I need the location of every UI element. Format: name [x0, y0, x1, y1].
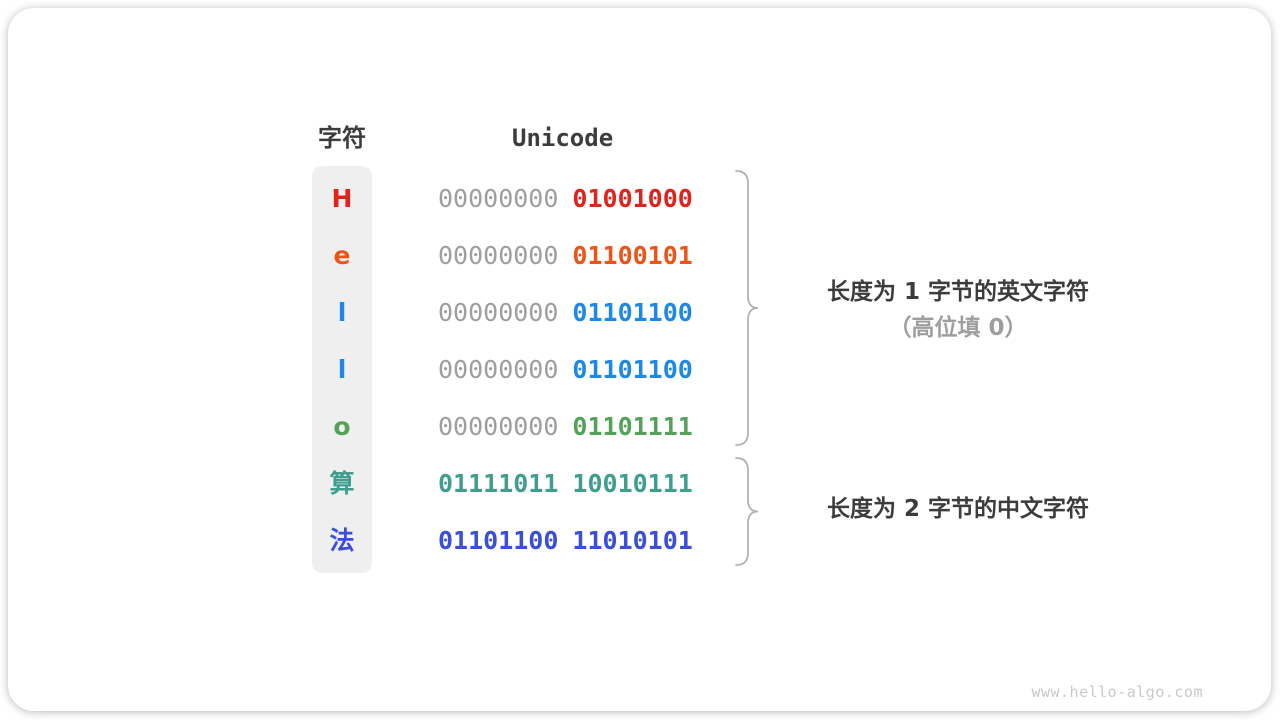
- encoding-row: H 00000000 01001000: [8, 183, 1280, 215]
- character-cell: l: [337, 355, 347, 384]
- annotation-group2: 长度为 2 字节的中文字符: [778, 491, 1138, 527]
- brace-icon: [735, 170, 759, 566]
- watermark: www.hello-algo.com: [1031, 683, 1203, 701]
- high-byte: 00000000: [438, 412, 559, 441]
- binary-value: 00000000 01001000: [438, 183, 693, 215]
- annotation-group2-line1: 长度为 2 字节的中文字符: [826, 496, 1090, 522]
- brace-group1-icon: [735, 170, 759, 446]
- low-byte: 01101111: [572, 412, 693, 441]
- character-cell: 算: [329, 469, 355, 498]
- annotation-group1-line2: （高位填 0）: [888, 315, 1028, 341]
- character-cell: o: [333, 412, 351, 441]
- encoding-row: o 00000000 01101111: [8, 411, 1280, 443]
- encoding-row: 法 01101100 11010101: [8, 525, 1280, 557]
- binary-value: 01101100 11010101: [438, 525, 693, 557]
- encoding-row: l 00000000 01101100: [8, 354, 1280, 386]
- annotation-group1-line1: 长度为 1 字节的英文字符: [826, 279, 1090, 305]
- low-byte: 01100101: [572, 241, 693, 270]
- encoding-row: e 00000000 01100101: [8, 240, 1280, 272]
- diagram-card: 字符 Unicode H 00000000 01001000 e 00000000…: [8, 8, 1271, 711]
- binary-value: 01111011 10010111: [438, 468, 693, 500]
- binary-value: 00000000 01101100: [438, 297, 693, 329]
- low-byte: 11010101: [572, 526, 693, 555]
- column-header-unicode: Unicode: [512, 124, 614, 152]
- encoding-row: l 00000000 01101100: [8, 297, 1280, 329]
- high-byte: 00000000: [438, 355, 559, 384]
- high-byte: 01101100: [438, 526, 559, 555]
- high-byte: 00000000: [438, 298, 559, 327]
- binary-value: 00000000 01101111: [438, 411, 693, 443]
- high-byte: 01111011: [438, 469, 559, 498]
- binary-value: 00000000 01101100: [438, 354, 693, 386]
- low-byte: 01101100: [572, 298, 693, 327]
- character-cell: l: [337, 298, 347, 327]
- encoding-row: 算 01111011 10010111: [8, 468, 1280, 500]
- character-cell: e: [333, 241, 351, 270]
- high-byte: 00000000: [438, 241, 559, 270]
- low-byte: 01101100: [572, 355, 693, 384]
- column-header-char: 字符: [318, 124, 366, 152]
- char-column-background: [312, 166, 372, 573]
- binary-value: 00000000 01100101: [438, 240, 693, 272]
- low-byte: 01001000: [572, 184, 693, 213]
- brace-group2-icon: [735, 457, 759, 566]
- annotation-group1: 长度为 1 字节的英文字符 （高位填 0）: [778, 274, 1138, 346]
- high-byte: 00000000: [438, 184, 559, 213]
- low-byte: 10010111: [572, 469, 693, 498]
- character-cell: H: [331, 184, 353, 213]
- character-cell: 法: [329, 526, 355, 555]
